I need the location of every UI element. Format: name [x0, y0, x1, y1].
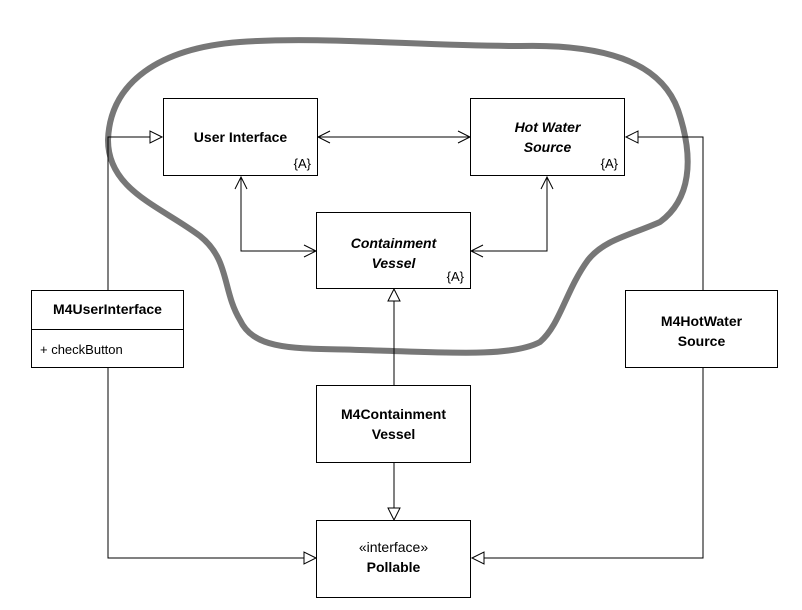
assoc-hws-cv	[469, 175, 554, 258]
domain-boundary	[105, 37, 691, 356]
class-m4-hot-water-source-name-line2: Source	[677, 333, 726, 349]
interface-pollable-name: Pollable	[366, 559, 421, 575]
class-hot-water-source-name-line2: Source	[523, 139, 572, 155]
operation-check-button: + checkButton	[40, 342, 123, 357]
class-m4-user-interface[interactable]: M4UserInterface + checkButton	[31, 290, 184, 368]
class-containment-vessel-name-line2: Vessel	[371, 255, 416, 271]
class-m4-user-interface-name: M4UserInterface	[53, 301, 162, 317]
gen-m4hws-hws	[624, 130, 704, 290]
class-containment-vessel-name-line1: Containment	[350, 235, 437, 251]
class-hot-water-source[interactable]: Hot Water Source {A}	[470, 98, 625, 176]
realize-m4cv-pollable	[387, 463, 401, 522]
class-user-interface-name: User Interface	[193, 129, 288, 145]
class-m4-containment-vessel[interactable]: M4Containment Vessel	[316, 385, 471, 463]
class-containment-vessel[interactable]: Containment Vessel {A}	[316, 212, 471, 289]
interface-pollable[interactable]: «interface» Pollable	[316, 520, 471, 598]
gen-m4cv-cv	[387, 287, 401, 385]
compartment-divider	[32, 329, 183, 330]
class-m4-hot-water-source[interactable]: M4HotWater Source	[625, 290, 778, 368]
realize-m4hws-pollable	[470, 368, 704, 565]
class-hot-water-source-name-line1: Hot Water	[514, 119, 581, 135]
class-m4-hot-water-source-name-line1: M4HotWater	[660, 313, 743, 329]
realize-m4ui-pollable	[107, 368, 318, 565]
abstract-tag: {A}	[446, 269, 464, 284]
assoc-ui-cv	[234, 175, 318, 258]
abstract-tag: {A}	[600, 156, 618, 171]
class-m4-containment-vessel-name-line1: M4Containment	[341, 406, 446, 422]
class-user-interface[interactable]: User Interface {A}	[163, 98, 318, 176]
abstract-tag: {A}	[293, 156, 311, 171]
assoc-ui-hws	[316, 130, 472, 144]
class-m4-containment-vessel-name-line2: Vessel	[371, 426, 416, 442]
interface-stereotype: «interface»	[358, 539, 429, 555]
gen-m4ui-ui	[107, 130, 164, 290]
